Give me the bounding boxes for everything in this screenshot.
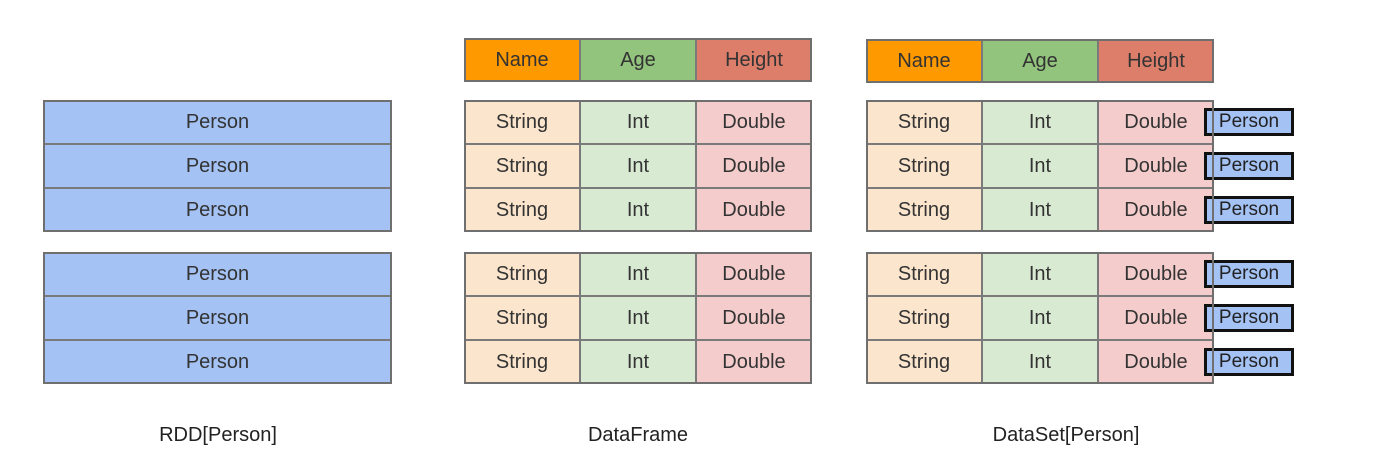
dataframe-cell-double: Double — [696, 188, 812, 232]
dataframe-header-frame — [464, 38, 812, 82]
dataframe-cell-int: Int — [580, 296, 696, 340]
rdd-row: Person — [43, 188, 392, 232]
rdd-partition — [43, 252, 392, 384]
dataframe-cell-int: Int — [580, 100, 696, 144]
dataframe-cell-double: Double — [696, 100, 812, 144]
dataset-person-tag: Person — [1204, 196, 1294, 224]
dataframe-header-age: Age — [580, 38, 696, 82]
rdd-partition — [43, 100, 392, 232]
dataset-cell-int: Int — [982, 100, 1098, 144]
dataframe-cell-int: Int — [580, 340, 696, 384]
dataset-header-name: Name — [866, 39, 982, 83]
dataframe-cell-int: Int — [580, 144, 696, 188]
dataframe-cell-double: Double — [696, 144, 812, 188]
rdd-row: Person — [43, 100, 392, 144]
rdd-row: Person — [43, 296, 392, 340]
dataset-cell-string: String — [866, 188, 982, 232]
rdd-caption: RDD[Person] — [159, 424, 277, 446]
dataframe-cell-string: String — [464, 188, 580, 232]
dataset-partition — [866, 100, 1214, 232]
dataframe-cell-string: String — [464, 296, 580, 340]
dataframe-cell-string: String — [464, 252, 580, 296]
dataset-caption: DataSet[Person] — [992, 424, 1140, 446]
dataset-person-tag: Person — [1204, 152, 1294, 180]
dataframe-cell-string: String — [464, 144, 580, 188]
dataset-cell-double: Double — [1098, 252, 1214, 296]
dataset-person-tag: Person — [1204, 260, 1294, 288]
dataframe-header-name: Name — [464, 38, 580, 82]
dataframe-header-height: Height — [696, 38, 812, 82]
dataset-cell-double: Double — [1098, 144, 1214, 188]
dataset-cell-string: String — [866, 296, 982, 340]
dataset-cell-int: Int — [982, 252, 1098, 296]
dataset-person-tag: Person — [1204, 108, 1294, 136]
dataset-person-tag: Person — [1204, 304, 1294, 332]
dataset-cell-double: Double — [1098, 340, 1214, 384]
dataset-cell-string: String — [866, 144, 982, 188]
dataframe-cell-double: Double — [696, 252, 812, 296]
dataframe-cell-double: Double — [696, 296, 812, 340]
dataframe-caption: DataFrame — [587, 424, 689, 446]
dataset-header-height: Height — [1098, 39, 1214, 83]
dataset-cell-double: Double — [1098, 100, 1214, 144]
dataset-cell-int: Int — [982, 296, 1098, 340]
dataset-partition — [866, 252, 1214, 384]
rdd-row: Person — [43, 340, 392, 384]
dataframe-partition — [464, 252, 812, 384]
dataframe-cell-int: Int — [580, 188, 696, 232]
dataset-cell-double: Double — [1098, 188, 1214, 232]
dataset-cell-double: Double — [1098, 296, 1214, 340]
dataset-cell-string: String — [866, 100, 982, 144]
dataset-cell-int: Int — [982, 340, 1098, 384]
rdd-row: Person — [43, 144, 392, 188]
dataset-header-frame — [866, 39, 1214, 83]
dataset-cell-int: Int — [982, 144, 1098, 188]
dataset-person-tag: Person — [1204, 348, 1294, 376]
dataframe-partition — [464, 100, 812, 232]
